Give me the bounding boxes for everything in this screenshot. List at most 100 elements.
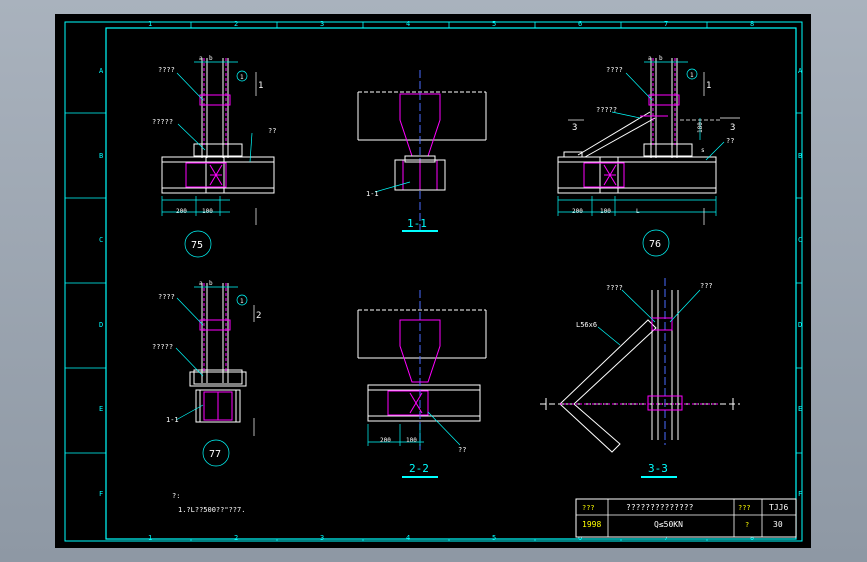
detail-75-callout-bolt: ???? — [158, 66, 175, 74]
grid-left-f: F — [99, 490, 103, 498]
grid-bottom-1: 1 — [148, 534, 152, 542]
grid-top-7: 7 — [664, 20, 668, 28]
detail-76-dim-b: b — [659, 55, 663, 62]
grid-labels: 1 2 3 4 5 6 7 8 1 2 3 4 5 6 7 8 A B C D … — [99, 20, 803, 542]
grid-bottom-4: 4 — [406, 534, 410, 542]
detail-75-dim-100: 100 — [202, 208, 213, 215]
detail-75-circle-num: 1 — [240, 74, 244, 81]
grid-top-4: 4 — [406, 20, 410, 28]
detail-76-dim-a: a — [648, 55, 652, 62]
section-1-1: 1-1 1-1 — [357, 70, 487, 232]
section-2-2-dim-200: 200 — [380, 437, 391, 444]
detail-77-callout-plate: ????? — [152, 343, 173, 351]
section-3-3-callout-plate: ???? — [606, 284, 623, 292]
detail-76-dim-200: 200 — [572, 208, 583, 215]
detail-77-dim-b: b — [209, 280, 213, 287]
detail-76-callout-bolt: ???? — [606, 66, 623, 74]
detail-75-callout-beam: ?? — [268, 127, 276, 135]
section-1-1-structure — [357, 70, 487, 230]
detail-76-dims — [557, 61, 740, 257]
section-3-3-plates — [560, 317, 720, 411]
grid-left-a: A — [99, 67, 104, 75]
grid-right-a: A — [798, 67, 803, 75]
detail-75-callout-plate: ????? — [152, 118, 173, 126]
detail-76: ???? ????? ?? b a 1 200 100 L 3 3 180 s … — [557, 55, 740, 257]
title-block-code: TJJ6 — [769, 503, 788, 512]
detail-75-dim-200: 200 — [176, 208, 187, 215]
section-3-3: ???? ??? L56x6 3-3 — [540, 278, 740, 478]
grid-left-e: E — [99, 405, 103, 413]
section-3-3-title: 3-3 — [648, 462, 668, 475]
detail-77-plates — [199, 283, 233, 421]
outer-border — [64, 21, 803, 542]
detail-77-callout-section: 1-1 — [166, 416, 179, 424]
detail-77-dims — [175, 286, 255, 467]
detail-75-dim-b: b — [209, 55, 213, 62]
grid-top-1: 1 — [148, 20, 152, 28]
detail-76-structure — [557, 58, 717, 194]
detail-76-dim-L: L — [636, 208, 640, 215]
section-2-2-hanger — [387, 319, 441, 416]
detail-76-dim-180: 180 — [697, 122, 704, 133]
detail-76-section-mark: 1 — [706, 81, 711, 91]
detail-76-callout-beam: ?? — [726, 137, 734, 145]
section-2-2-title: 2-2 — [409, 462, 429, 475]
detail-75-number: 75 — [191, 240, 203, 251]
detail-77-structure — [189, 283, 247, 423]
section-1-1-callout: 1-1 — [366, 190, 379, 198]
detail-75-section-mark: 1 — [258, 81, 263, 91]
grid-bottom-6: 6 — [578, 534, 582, 542]
detail-76-dim-100: 100 — [600, 208, 611, 215]
grid-bottom-8: 8 — [750, 534, 754, 542]
grid-top-6: 6 — [578, 20, 582, 28]
detail-75-structure — [161, 58, 275, 194]
grid-bottom-3: 3 — [320, 534, 324, 542]
grid-ticks — [65, 22, 802, 541]
grid-right-b: B — [798, 152, 802, 160]
detail-76-section-3a: 3 — [572, 123, 577, 133]
notes-title: ?: — [172, 492, 180, 500]
detail-77: ???? ????? 1-1 b a 1 2 77 — [152, 280, 261, 467]
title-block-label-b: ??? — [738, 504, 751, 512]
section-2-2-callout: ?? — [458, 446, 466, 454]
title-block-label-c: ? — [745, 521, 749, 529]
detail-75-dims — [161, 61, 257, 258]
title-block-label-a: ??? — [582, 504, 595, 512]
section-3-3-callout-bolt: ??? — [700, 282, 713, 290]
grid-right-d: D — [798, 321, 802, 329]
notes-line-1: 1.?L??500??"??7. — [178, 506, 245, 514]
section-2-2-dim-100: 100 — [406, 437, 417, 444]
detail-77-callout-bolt: ???? — [158, 293, 175, 301]
section-2-2-dims — [367, 411, 461, 446]
inner-border — [105, 27, 797, 540]
title-block: ??? 1998 ?????????????? Q≤50KN ??? ? TJJ… — [575, 498, 797, 538]
detail-75-dim-a: a — [199, 55, 203, 62]
detail-76-plates — [583, 58, 680, 188]
detail-76-number: 76 — [649, 239, 661, 250]
grid-bottom-5: 5 — [492, 534, 496, 542]
grid-top-8: 8 — [750, 20, 754, 28]
detail-75: ???? ????? ?? b a 1 200 100 1 75 — [152, 55, 276, 258]
detail-77-dim-a: a — [199, 280, 203, 287]
grid-top-3: 3 — [320, 20, 324, 28]
grid-right-f: F — [798, 490, 802, 498]
grid-left-d: D — [99, 321, 103, 329]
section-2-2: 200 100 ?? 2-2 — [357, 290, 487, 478]
detail-76-section-3b: 3 — [730, 123, 735, 133]
detail-77-circle-num: 1 — [240, 298, 244, 305]
detail-75-plates — [185, 58, 231, 188]
detail-77-number: 77 — [209, 449, 221, 460]
drawing-sheet — [55, 14, 811, 548]
section-1-1-title: 1-1 — [407, 217, 427, 230]
grid-bottom-7: 7 — [664, 534, 668, 542]
title-block-load: Q≤50KN — [654, 520, 683, 529]
grid-right-e: E — [798, 405, 802, 413]
grid-left-c: C — [99, 236, 103, 244]
grid-bottom-2: 2 — [234, 534, 238, 542]
grid-top-5: 5 — [492, 20, 496, 28]
section-3-3-angle-label: L56x6 — [576, 321, 597, 329]
section-2-2-structure — [357, 290, 487, 450]
title-block-page: 30 — [773, 520, 783, 529]
detail-76-circle-num: 1 — [690, 72, 694, 79]
detail-76-callout-brace: ????? — [596, 106, 617, 114]
